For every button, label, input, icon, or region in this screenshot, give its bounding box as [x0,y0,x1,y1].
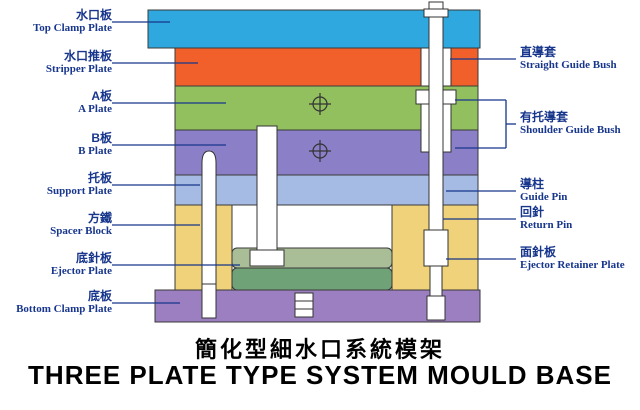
label-b-plate-en: B Plate [78,145,112,157]
screw-detail [294,292,314,318]
label-a-plate-en: A Plate [78,103,112,115]
return-pin-shape [429,265,443,297]
right-leader-lines [443,58,516,260]
label-return-pin-zh: 回針 [520,205,545,219]
guide-pin-shape [428,16,444,231]
title-chinese: 簡化型細水口系統模架 [194,337,445,362]
label-support-plate: 托板 Support Plate [4,172,112,198]
label-top-clamp-plate-zh: 水口板 [75,8,112,22]
label-straight-guide-bush-en: Straight Guide Bush [520,59,617,71]
label-ejector-retainer-plate: 面針板 Ejector Retainer Plate [520,246,640,272]
title-english: THREE PLATE TYPE SYSTEM MOULD BASE [28,360,612,390]
support-plate-shape [174,174,479,206]
guide-pin-cap [428,1,444,10]
label-shoulder-guide-bush-zh: 有托導套 [520,110,569,124]
return-pin-threaded-end [426,295,446,321]
label-shoulder-guide-bush-en: Shoulder Guide Bush [520,124,621,136]
label-b-plate: B板 B Plate [4,132,112,158]
label-stripper-plate: 水口推板 Stripper Plate [4,50,112,76]
label-ejector-retainer-plate-zh: 面針板 [520,245,557,259]
label-top-clamp-plate: 水口板 Top Clamp Plate [4,9,112,35]
label-straight-guide-bush: 直導套 Straight Guide Bush [520,46,640,72]
label-ejector-plate: 底針板 Ejector Plate [4,252,112,278]
support-pillar-shape [256,125,278,251]
label-support-plate-zh: 托板 [87,171,112,185]
label-top-clamp-plate-en: Top Clamp Plate [32,22,112,34]
label-a-plate: A板 A Plate [4,90,112,116]
guide-pin-head [423,8,449,18]
label-spacer-block-zh: 方鐵 [87,211,112,225]
crosshair-mark-a-plate [309,93,331,115]
label-bottom-clamp-plate: 底板 Bottom Clamp Plate [4,290,112,316]
label-ejector-retainer-plate-en: Ejector Retainer Plate [520,259,625,271]
support-pillar-flange [249,249,285,267]
label-guide-pin-zh: 導柱 [520,177,545,191]
label-b-plate-zh: B板 [91,131,112,145]
label-bottom-clamp-plate-zh: 底板 [87,289,112,303]
label-a-plate-zh: A板 [91,89,112,103]
left-leader-lines [112,21,240,304]
label-stripper-plate-en: Stripper Plate [45,63,112,75]
label-spacer-block-en: Spacer Block [50,225,112,237]
label-shoulder-guide-bush: 有托導套 Shoulder Guide Bush [520,111,640,137]
label-bottom-clamp-plate-en: Bottom Clamp Plate [16,303,112,315]
label-stripper-plate-zh: 水口推板 [63,49,112,63]
label-guide-pin: 導柱 Guide Pin [520,178,640,204]
label-support-plate-en: Support Plate [46,185,112,197]
label-ejector-plate-zh: 底針板 [75,251,112,265]
label-return-pin: 回針 Return Pin [520,206,640,232]
ejector-plate-shape [231,267,393,291]
label-spacer-block: 方鐵 Spacer Block [4,212,112,238]
label-ejector-plate-en: Ejector Plate [50,265,112,277]
label-straight-guide-bush-zh: 直導套 [520,45,557,59]
label-return-pin-en: Return Pin [520,219,573,231]
guide-pin-threaded-end [423,229,449,267]
crosshair-mark-b-plate [309,140,331,162]
label-guide-pin-en: Guide Pin [520,191,568,203]
stop-pin-shape [201,150,217,285]
stop-pin-threaded-end [201,283,217,319]
